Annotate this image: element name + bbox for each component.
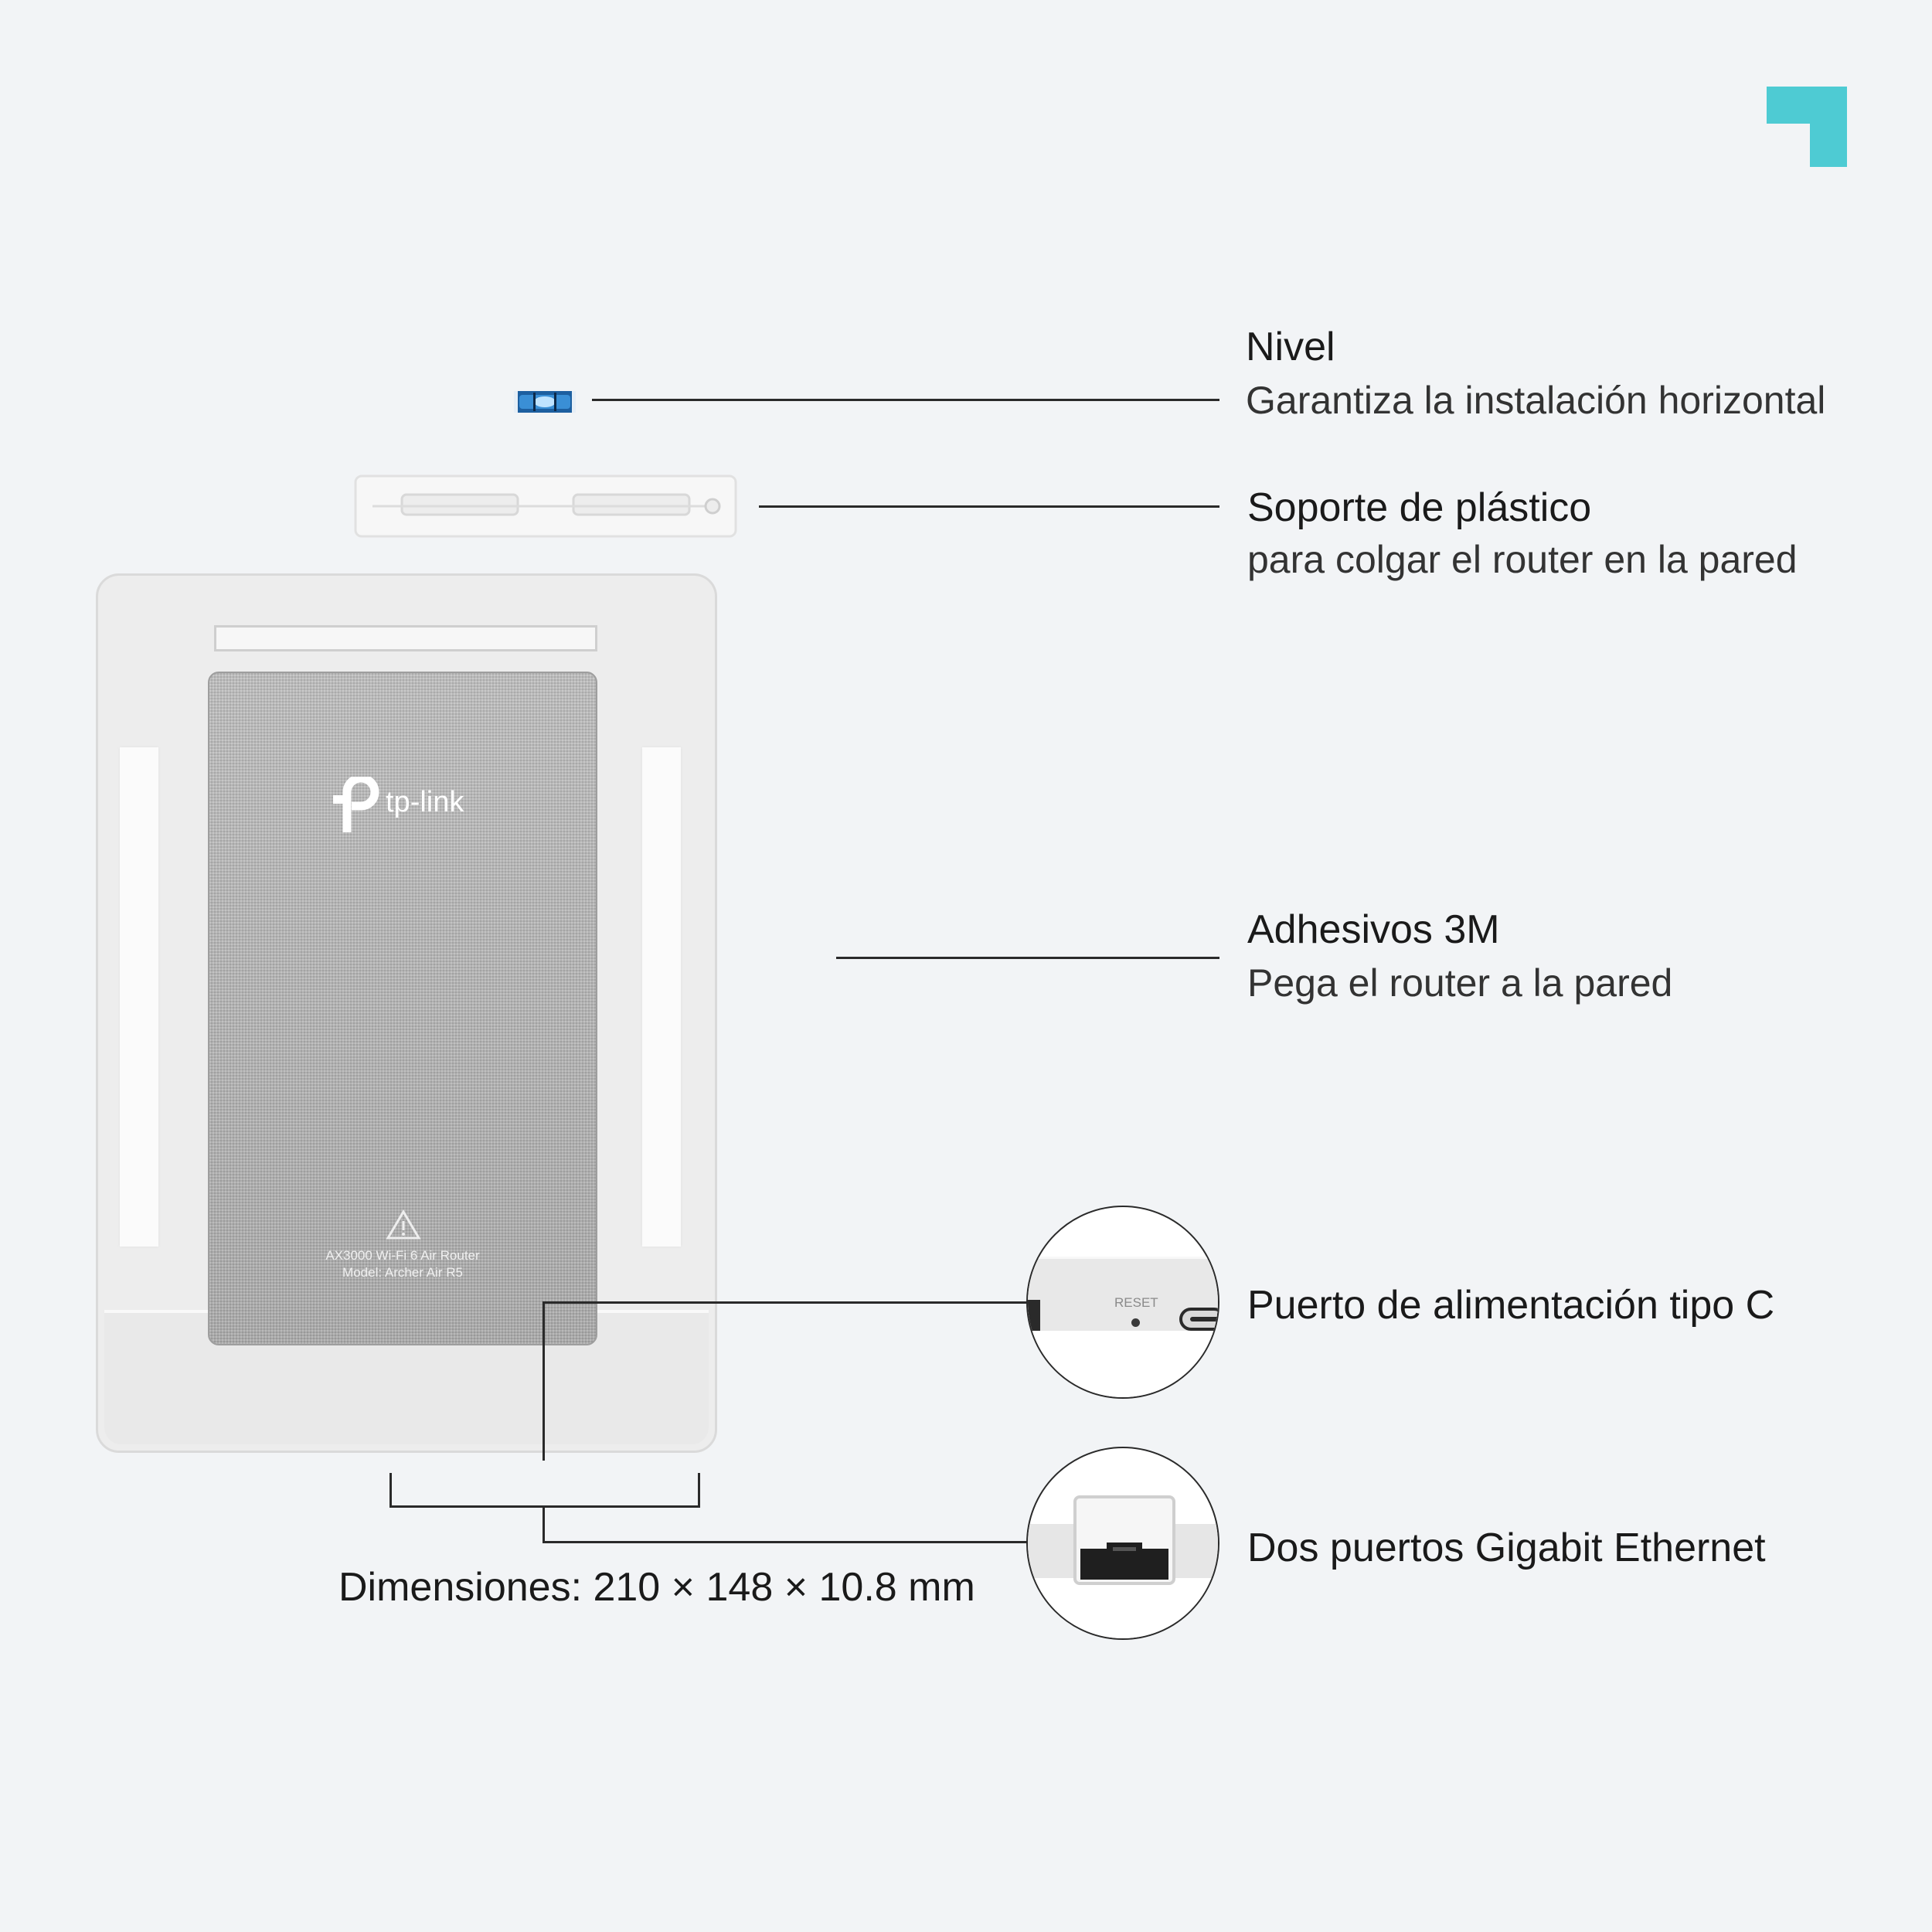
feature-subtitle-level: Garantiza la instalación horizontal	[1246, 379, 1826, 422]
feature-title-usbc: Puerto de alimentación tipo C	[1247, 1283, 1775, 1328]
router-device: tp-link AX3000 Wi-Fi 6 Air Router Model:…	[96, 573, 717, 1453]
router-label-line2: Model: Archer Air R5	[342, 1265, 463, 1280]
usb-c-port-icon	[1179, 1308, 1218, 1331]
dimension-bracket-left	[389, 1473, 392, 1507]
ethernet-port-closeup	[1026, 1447, 1219, 1640]
router-top-slot	[214, 625, 597, 651]
tp-link-logo-icon	[333, 777, 379, 832]
feature-subtitle-adhesive: Pega el router a la pared	[1247, 961, 1673, 1005]
feature-title-adhesive: Adhesivos 3M	[1247, 907, 1500, 952]
adhesive-strip-left	[120, 747, 158, 1247]
leader-line-bracket	[759, 505, 1219, 508]
tp-link-logo-text: tp-link	[386, 786, 464, 818]
leader-line-adhesive	[836, 957, 1219, 959]
feature-title-bracket: Soporte de plástico	[1247, 485, 1592, 530]
dimension-bracket-right	[698, 1473, 700, 1507]
usb-c-port-closeup: RESET	[1026, 1206, 1219, 1399]
leader-line-usbc-horizontal	[543, 1301, 1028, 1304]
spirit-level-icon	[514, 391, 576, 413]
reset-button-icon	[1131, 1318, 1140, 1327]
feature-title-ethernet: Dos puertos Gigabit Ethernet	[1247, 1526, 1766, 1570]
leader-line-level	[592, 399, 1219, 401]
leader-line-usbc-vertical	[543, 1301, 545, 1461]
warning-triangle-icon	[386, 1209, 421, 1240]
feature-subtitle-bracket: para colgar el router en la pared	[1247, 538, 1798, 581]
feature-title-level: Nivel	[1246, 325, 1335, 369]
leader-line-ethernet-vertical	[543, 1507, 545, 1543]
reset-label: RESET	[1114, 1295, 1158, 1310]
router-fabric-panel: tp-link AX3000 Wi-Fi 6 Air Router Model:…	[208, 672, 597, 1345]
corner-accent-icon	[1767, 87, 1847, 167]
router-label-line1: AX3000 Wi-Fi 6 Air Router	[325, 1248, 480, 1263]
dimension-bracket-bottom	[389, 1505, 700, 1508]
ethernet-port-icon	[1073, 1495, 1175, 1585]
dimensions-label: Dimensiones: 210 × 148 × 10.8 mm	[338, 1565, 975, 1610]
leader-line-ethernet-horizontal	[543, 1541, 1028, 1543]
adhesive-strip-right	[642, 747, 681, 1247]
plastic-bracket-image	[354, 474, 737, 538]
